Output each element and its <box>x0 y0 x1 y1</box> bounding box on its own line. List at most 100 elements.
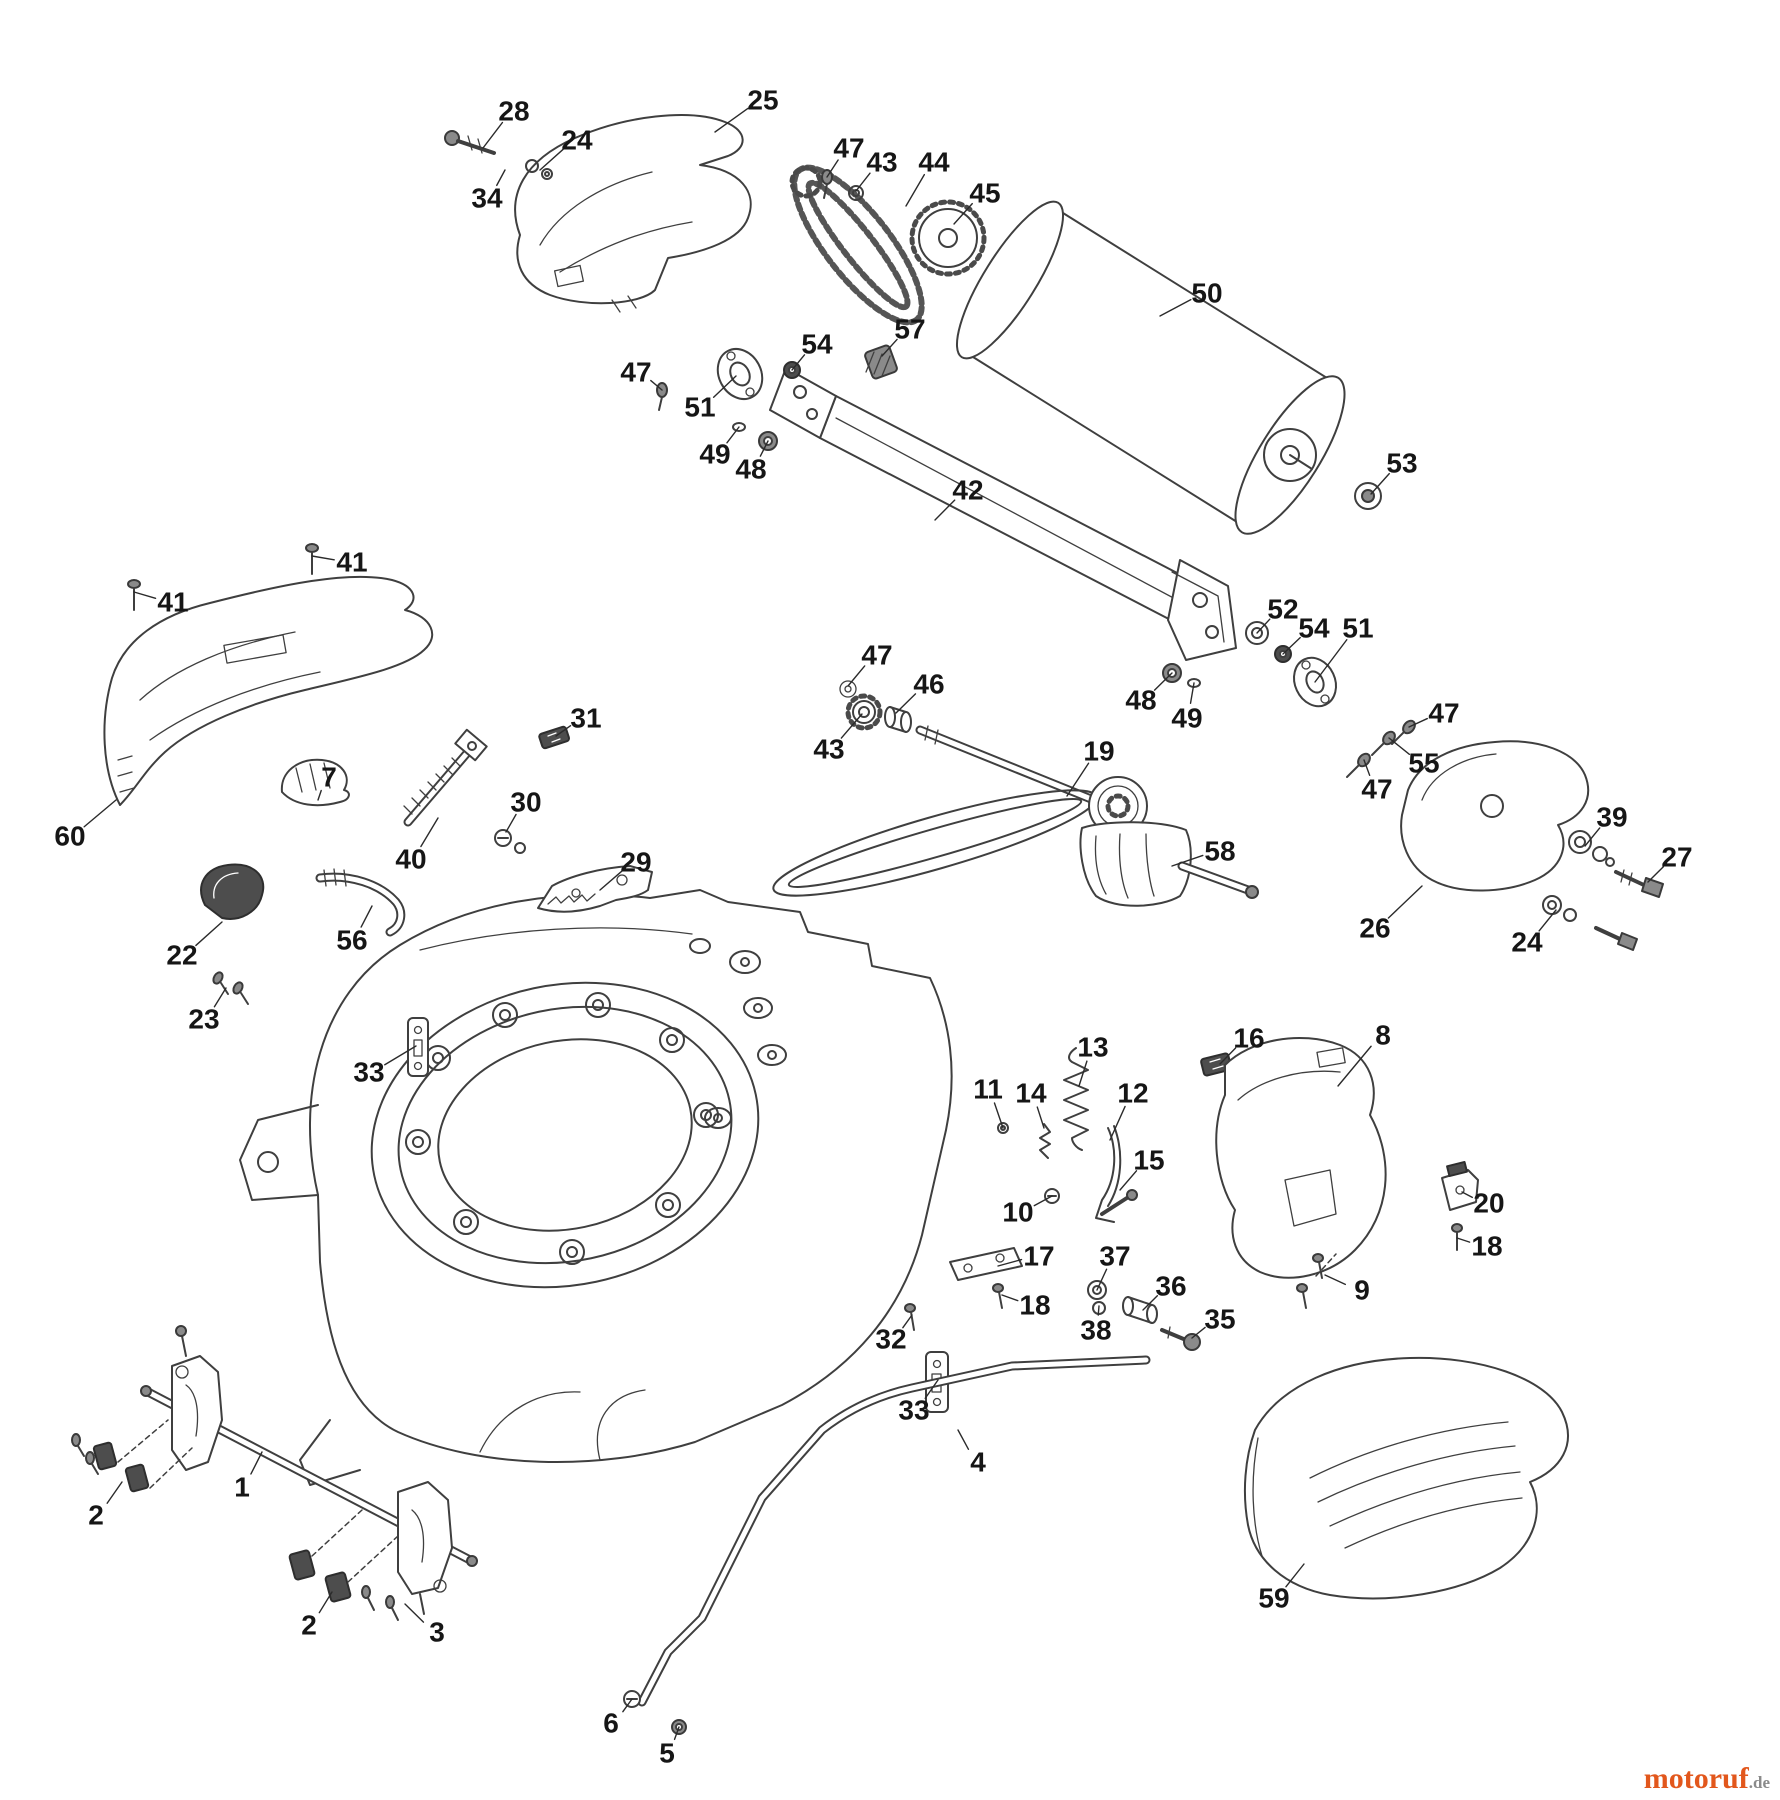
leader-line <box>106 1481 123 1504</box>
part-number-label: 15 <box>1133 1145 1164 1176</box>
leader-line <box>496 169 506 187</box>
part-number-label: 17 <box>1023 1241 1054 1272</box>
part-number-label: 48 <box>1125 685 1156 716</box>
part-number-label: 11 <box>973 1074 1003 1105</box>
leader-line <box>1096 1268 1108 1291</box>
leader-line <box>420 817 439 848</box>
part-number-label: 59 <box>1258 1583 1289 1614</box>
leader-line <box>1219 1047 1237 1065</box>
part-number-label: 24 <box>1511 927 1543 958</box>
leader-line <box>1033 1195 1053 1207</box>
part-deck-housing <box>239 889 953 1486</box>
watermark[interactable]: motoruf.de <box>1644 1762 1770 1796</box>
part-15-pin <box>1100 1189 1138 1216</box>
part-number-label: 2 <box>301 1610 317 1641</box>
leader-line <box>1584 827 1601 847</box>
watermark-tld[interactable]: .de <box>1748 1773 1770 1792</box>
part-17-plate <box>949 1247 1023 1281</box>
part-number-label: 45 <box>969 178 1000 209</box>
leader-line <box>902 1314 913 1329</box>
part-number-label: 29 <box>620 847 651 878</box>
leader-line <box>133 591 157 599</box>
part-number-label: 16 <box>1233 1023 1264 1054</box>
part-number-label: 22 <box>166 940 197 971</box>
part-36-sleeve <box>1122 1296 1158 1324</box>
part-number-label: 51 <box>684 392 715 423</box>
part-24-washers <box>525 159 553 180</box>
leader-line <box>1097 1305 1100 1316</box>
part-47-screw-left <box>656 382 668 411</box>
leader-line <box>318 1591 333 1614</box>
leader-line <box>1078 1060 1088 1087</box>
part-number-label: 28 <box>498 96 529 127</box>
leader-line <box>539 148 564 171</box>
part-23-screws <box>212 971 249 1005</box>
part-number-label: 44 <box>918 147 950 178</box>
part-number-label: 33 <box>898 1395 929 1426</box>
part-number-label: 49 <box>1171 703 1202 734</box>
part-number-label: 3 <box>429 1617 445 1648</box>
part-14-spring-small <box>1039 1123 1051 1159</box>
part-number-label: 43 <box>813 734 844 765</box>
watermark-brand[interactable]: motoruf <box>1643 1762 1749 1795</box>
part-24-washers-right <box>1542 895 1638 951</box>
leader-line <box>712 375 737 398</box>
deck-bolt-holes <box>405 992 719 1265</box>
part-2-3-clips-bottom <box>288 1509 399 1621</box>
part-number-label: 50 <box>1191 278 1222 309</box>
part-42-roller-frame <box>769 367 1237 661</box>
part-number-label: 14 <box>1015 1078 1047 1109</box>
part-number-label: 58 <box>1204 836 1235 867</box>
part-number-label: 13 <box>1077 1032 1108 1063</box>
leader-line <box>1337 1045 1372 1087</box>
leader-line <box>1282 636 1301 655</box>
leader-line <box>881 338 898 357</box>
leader-line <box>404 1603 425 1623</box>
part-57-spring-pin <box>864 344 898 380</box>
part-number-label: 48 <box>735 454 766 485</box>
part-number-label: 54 <box>801 329 833 360</box>
leader-line <box>997 1258 1023 1267</box>
part-5-nut <box>671 1719 687 1735</box>
part-number-label: 20 <box>1473 1188 1504 1219</box>
leader-line <box>250 1451 263 1475</box>
part-number-label: 39 <box>1596 802 1627 833</box>
leader-line <box>924 1379 939 1399</box>
part-18-screw-right <box>1451 1223 1463 1251</box>
leader-line <box>650 379 663 391</box>
leader-line <box>905 173 926 207</box>
part-number-label: 26 <box>1359 913 1390 944</box>
leader-line <box>1066 762 1090 797</box>
part-number-label: 25 <box>747 85 778 116</box>
leader-line <box>317 789 322 801</box>
part-22-knob <box>200 863 265 920</box>
part-47-screw-c <box>1391 719 1416 745</box>
part-46-shaft-group <box>839 680 1101 806</box>
leader-line <box>1314 639 1348 683</box>
part-number-label: 35 <box>1204 1304 1235 1335</box>
leader-line <box>384 1045 417 1066</box>
part-59-cover <box>1243 1356 1569 1600</box>
part-56-rod <box>315 868 406 937</box>
leader-line <box>1001 1294 1019 1302</box>
leader-line <box>1538 909 1557 932</box>
part-number-label: 30 <box>510 787 541 818</box>
leader-line <box>1171 854 1204 867</box>
part-60-deflector-cover <box>103 575 434 806</box>
part-9-screws <box>1296 1253 1337 1309</box>
leader-line <box>726 426 740 444</box>
leader-line <box>957 1429 970 1450</box>
leader-line <box>360 905 373 928</box>
part-number-label: 47 <box>620 357 651 388</box>
part-number-label: 31 <box>570 703 601 734</box>
part-58-gearbox <box>1079 776 1259 907</box>
part-number-label: 34 <box>471 183 503 214</box>
part-number-label: 18 <box>1019 1290 1050 1321</box>
part-number-label: 2 <box>88 1500 104 1531</box>
deck-bosses <box>689 938 787 1129</box>
leader-line <box>1189 682 1195 704</box>
part-45-sprocket <box>909 199 987 277</box>
part-number-label: 8 <box>1375 1020 1391 1051</box>
